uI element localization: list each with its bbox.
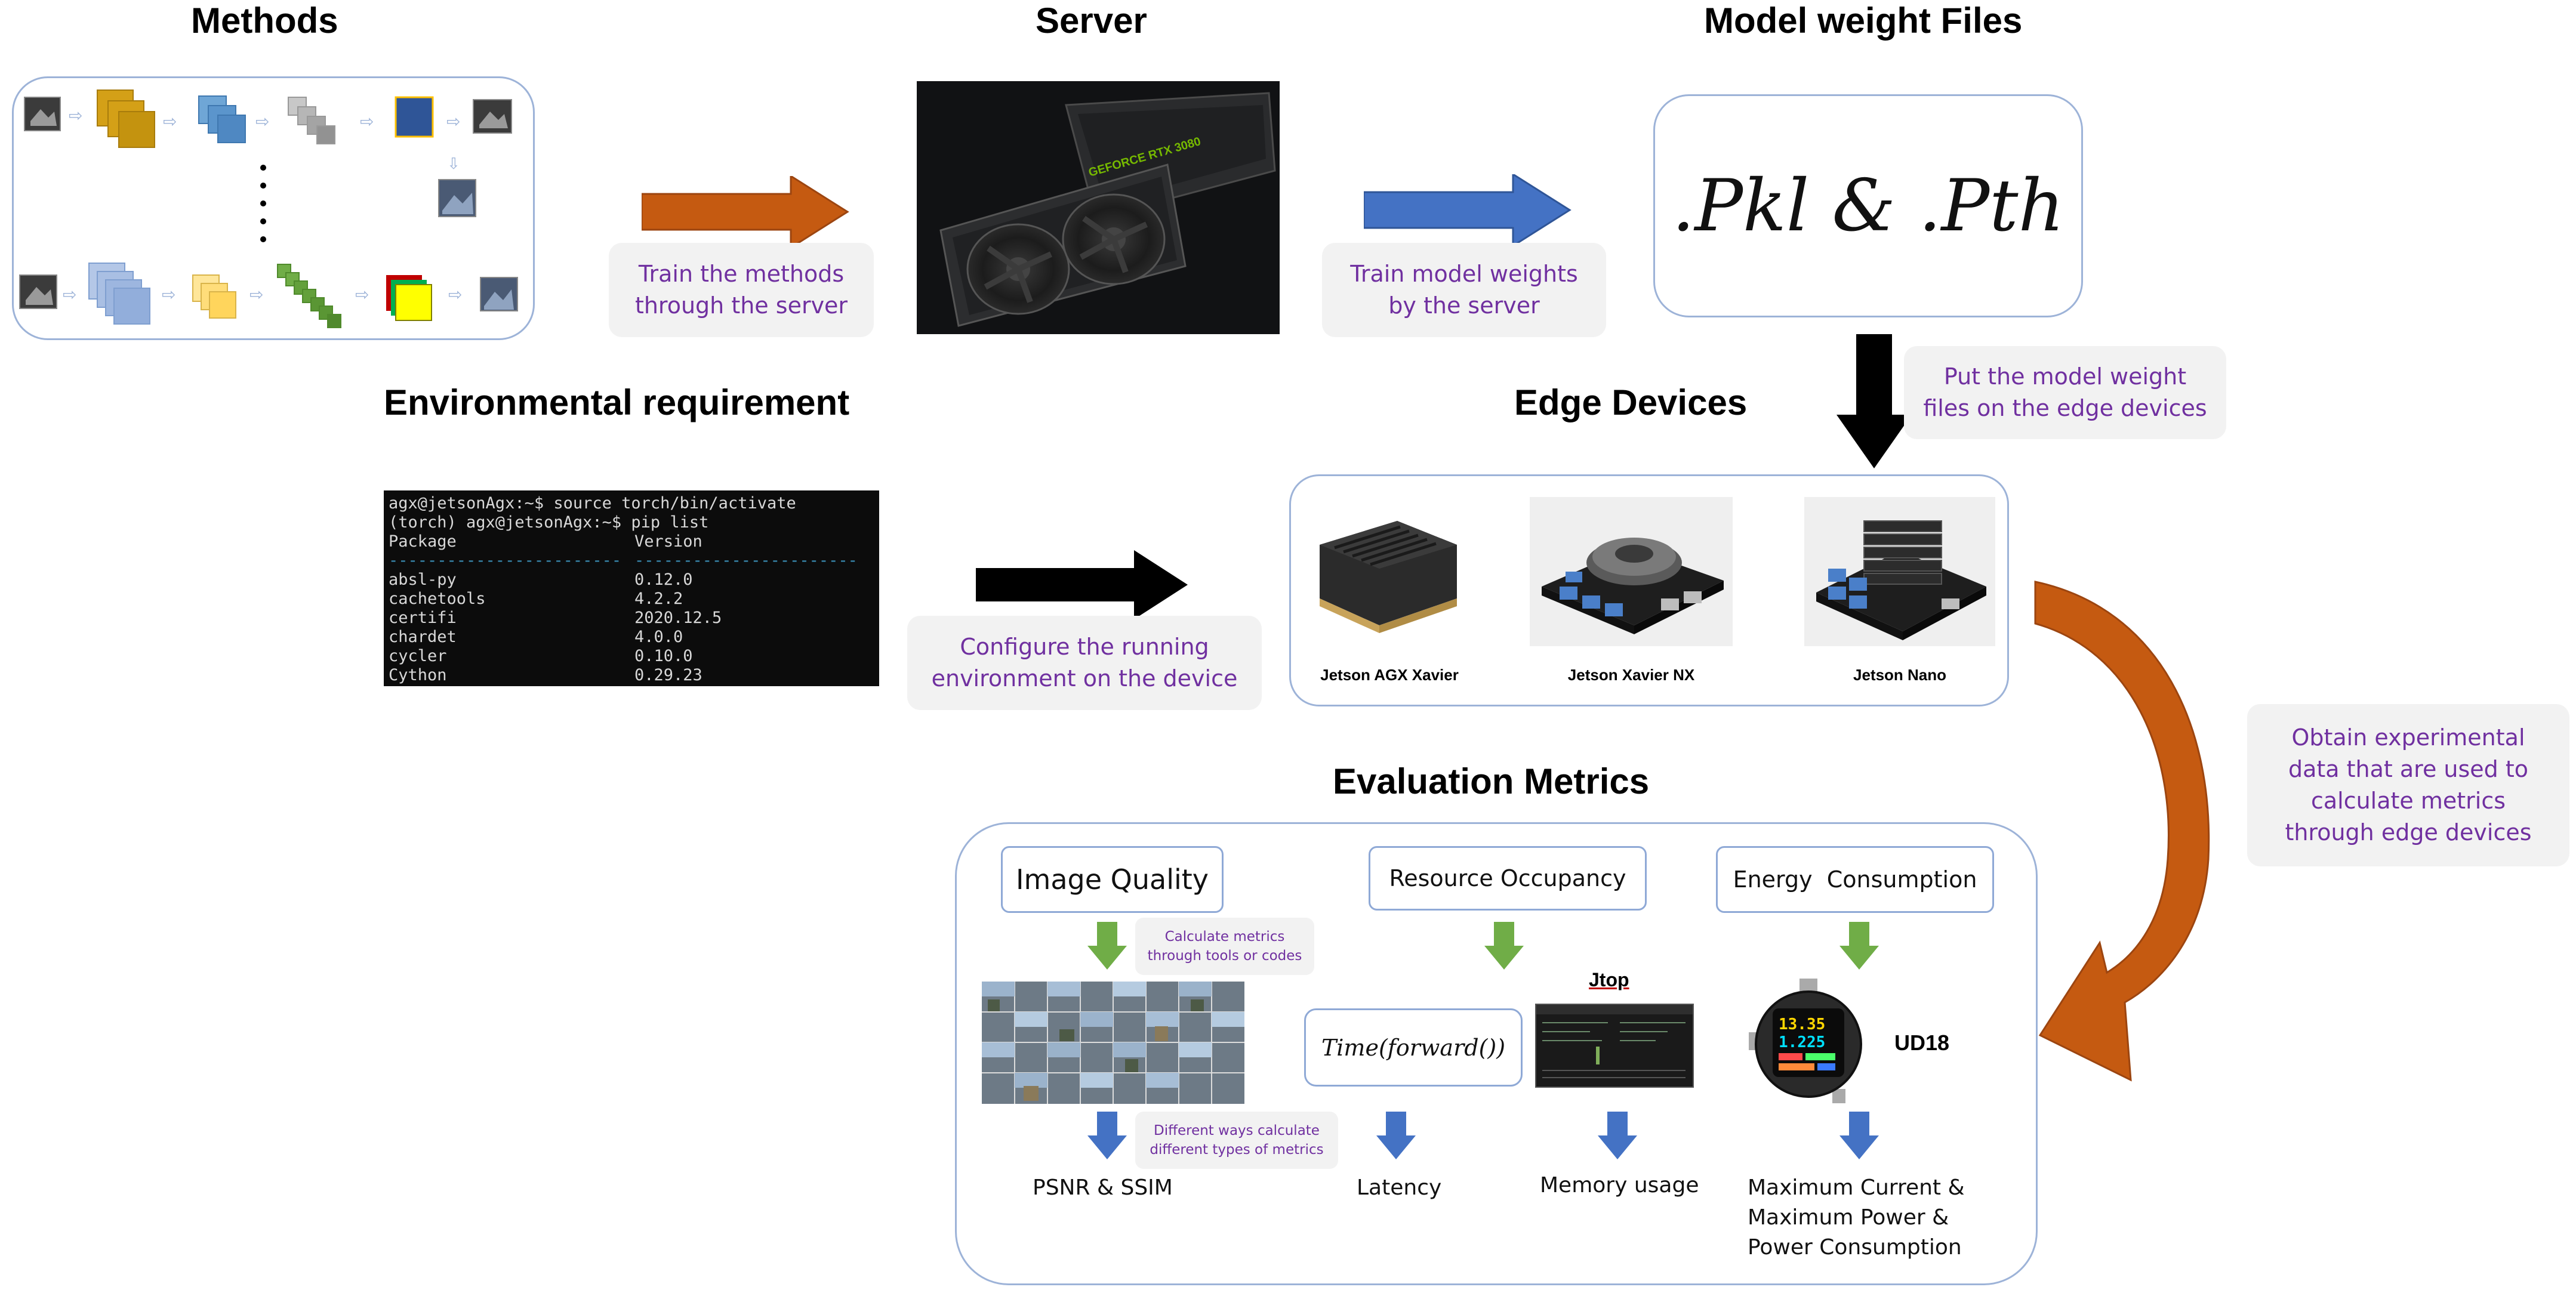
gpu-card-image: GEFORCE RTX 3080 bbox=[917, 81, 1280, 334]
pkg-version: 0.12.0 bbox=[634, 570, 693, 589]
pkg-version: 4.2.2 bbox=[634, 590, 683, 608]
green-down-arrow-icon bbox=[1484, 922, 1524, 970]
svg-text:⇨: ⇨ bbox=[255, 112, 269, 131]
svg-text:1.225: 1.225 bbox=[1779, 1033, 1825, 1051]
server-heading: Server bbox=[1036, 1, 1147, 41]
device-label: Jetson Xavier NX bbox=[1567, 666, 1695, 684]
orange-arrow-icon bbox=[642, 176, 849, 248]
blue-down-arrow-icon bbox=[1087, 1112, 1127, 1159]
svg-text:⇨: ⇨ bbox=[446, 112, 460, 131]
svg-text:13.35: 13.35 bbox=[1779, 1016, 1825, 1033]
edge-devices-panel: Jetson AGX Xavier Jetson Xavier NX Jetso… bbox=[1289, 474, 2009, 706]
jetson-device-image bbox=[1804, 497, 1995, 646]
model-files-text: .Pkl & .Pth bbox=[1672, 164, 2065, 248]
blue-arrow-icon bbox=[1364, 174, 1572, 246]
terminal-line: (torch) agx@jetsonAgx:~$ pip list bbox=[389, 513, 709, 532]
pkg-name: Cython bbox=[389, 666, 447, 684]
jtop-screen-image bbox=[1535, 1004, 1694, 1088]
env-requirement-heading: Environmental requirement bbox=[384, 382, 850, 422]
svg-text:⇨: ⇨ bbox=[355, 285, 369, 304]
svg-text:⇨: ⇨ bbox=[63, 285, 76, 304]
memory-usage-label: Memory usage bbox=[1540, 1173, 1699, 1198]
methods-panel: ⇨ ⇨ ⇨ ⇨ ⇨ ⇩ ⇨ ⇨ bbox=[12, 76, 535, 340]
terminal-header: Version bbox=[634, 532, 702, 551]
green-down-arrow-icon bbox=[1087, 922, 1127, 970]
edge-devices-heading: Edge Devices bbox=[1514, 382, 1748, 422]
image-quality-box: Image Quality bbox=[1001, 846, 1224, 913]
svg-text:⇨: ⇨ bbox=[69, 106, 82, 125]
time-formula-box: Time(forward()) bbox=[1304, 1008, 1523, 1087]
device-label: Jetson AGX Xavier bbox=[1320, 666, 1459, 684]
pkg-version: 4.0.0 bbox=[634, 628, 683, 646]
ud18-label: UD18 bbox=[1894, 1030, 1950, 1055]
energy-consumption-box: Energy Consumption bbox=[1716, 846, 1994, 913]
methods-heading: Methods bbox=[191, 1, 338, 41]
black-right-arrow-icon bbox=[976, 550, 1188, 619]
latency-label: Latency bbox=[1357, 1175, 1442, 1200]
pkg-version: 2020.12.5 bbox=[634, 609, 722, 627]
black-down-arrow-icon bbox=[1837, 334, 1912, 468]
usb-power-meter-image: 13.35 1.225 bbox=[1749, 979, 1868, 1110]
pkg-name: cycler bbox=[389, 647, 447, 665]
curved-orange-arrow-icon bbox=[2034, 581, 2210, 1082]
pkg-version: 0.29.23 bbox=[634, 666, 702, 684]
model-weights-heading: Model weight Files bbox=[1704, 1, 2023, 41]
jetson-device-image bbox=[1530, 497, 1733, 646]
resource-occupancy-box: Resource Occupancy bbox=[1369, 846, 1647, 911]
green-down-arrow-icon bbox=[1839, 922, 1879, 970]
svg-text:⇨: ⇨ bbox=[249, 285, 263, 304]
terminal-line: agx@jetsonAgx:~$ source torch/bin/activa… bbox=[389, 494, 796, 513]
terminal-image: agx@jetsonAgx:~$ source torch/bin/activa… bbox=[384, 490, 879, 686]
terminal-header: Package bbox=[389, 532, 457, 551]
model-files-box: .Pkl & .Pth bbox=[1653, 94, 2083, 317]
psnr-ssim-label: PSNR & SSIM bbox=[1033, 1175, 1173, 1200]
svg-text:⇨: ⇨ bbox=[163, 112, 177, 131]
pkg-name: cachetools bbox=[389, 590, 486, 608]
svg-text:⇩: ⇩ bbox=[447, 155, 460, 173]
image-grid-thumbnail bbox=[982, 982, 1244, 1104]
pkg-name: certifi bbox=[389, 609, 457, 627]
power-outputs-label: Maximum Current & Maximum Power & Power … bbox=[1748, 1175, 1965, 1260]
pkg-name: absl-py bbox=[389, 570, 457, 589]
svg-text:⇨: ⇨ bbox=[162, 285, 175, 304]
jetson-device-image bbox=[1308, 497, 1469, 640]
jtop-label: Jtop bbox=[1589, 969, 1629, 990]
svg-text:⇨: ⇨ bbox=[448, 285, 462, 304]
blue-down-arrow-icon bbox=[1839, 1112, 1879, 1159]
blue-down-arrow-icon bbox=[1598, 1112, 1637, 1159]
blue-down-arrow-icon bbox=[1376, 1112, 1416, 1159]
pipeline-diagram-icon: ⇨ ⇨ ⇨ ⇨ ⇨ ⇩ ⇨ ⇨ bbox=[19, 90, 518, 328]
device-label: Jetson Nano bbox=[1853, 666, 1947, 684]
pkg-name: chardet bbox=[389, 628, 457, 646]
pkg-version: 0.10.0 bbox=[634, 647, 693, 665]
svg-text:⇨: ⇨ bbox=[360, 112, 374, 131]
eval-metrics-heading: Evaluation Metrics bbox=[1333, 761, 1650, 801]
